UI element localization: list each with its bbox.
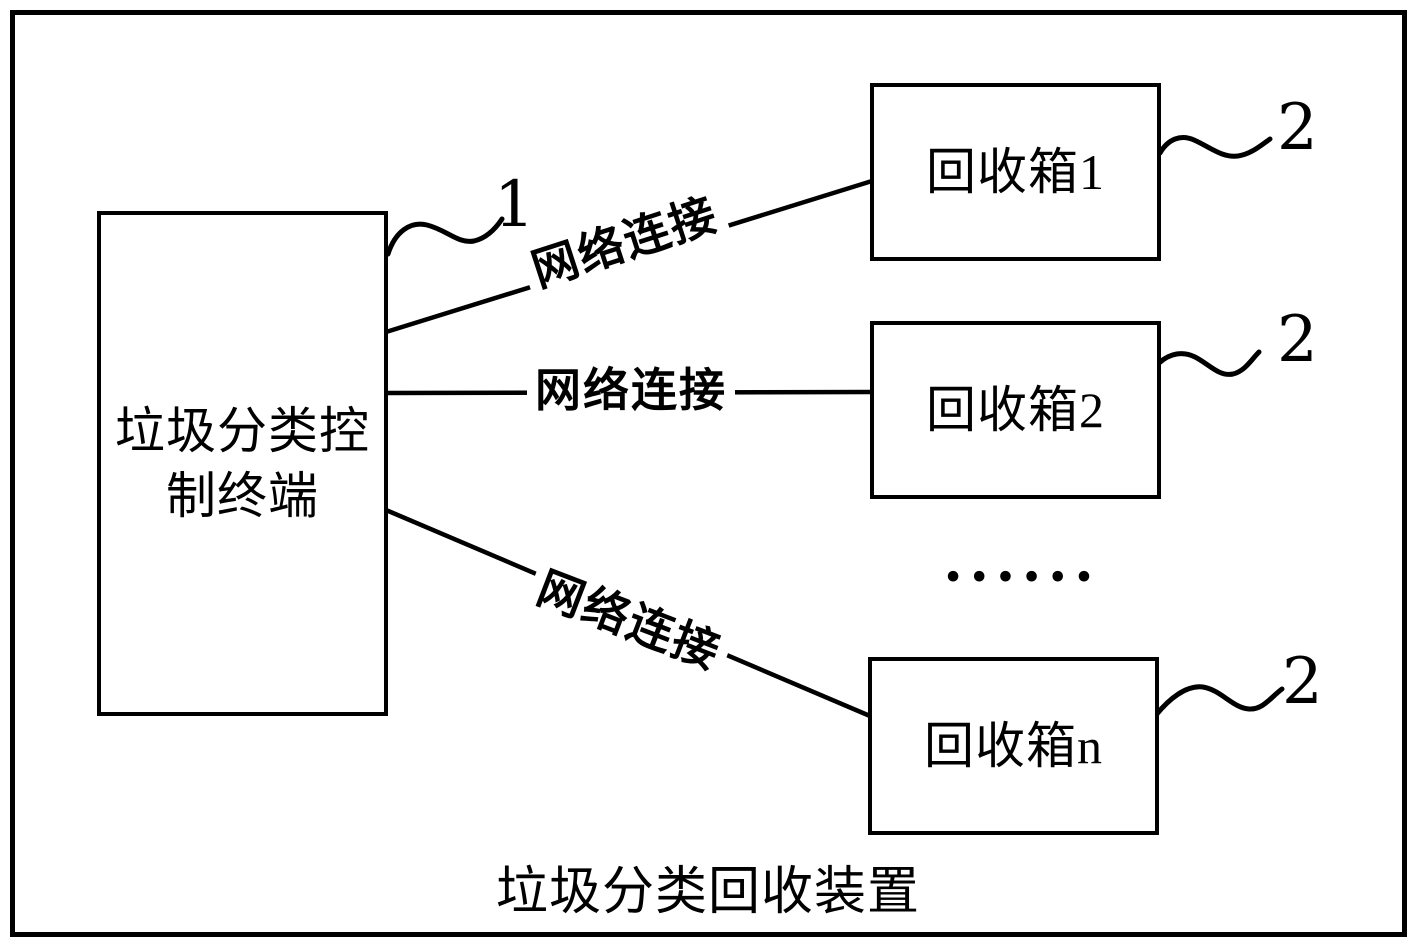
controller-label-line1: 垃圾分类控 — [115, 402, 370, 459]
controller-box-label: 垃圾分类控 制终端 — [115, 399, 370, 529]
ref-number-binn: 2 — [1282, 645, 1323, 719]
ref-number-bin2: 2 — [1277, 303, 1318, 377]
more-bins-ellipsis: •••••• — [943, 560, 1101, 596]
bin-box-1: 回收箱1 — [870, 83, 1161, 261]
ref-squiggle-bin2 — [1156, 349, 1262, 377]
ref-number-controller: 1 — [494, 168, 535, 242]
figure-caption: 垃圾分类回收装置 — [495, 864, 920, 921]
network-connection-label-2: 网络连接 — [527, 363, 735, 419]
bin-box-2-label: 回收箱2 — [926, 381, 1105, 438]
bin-box-1-label: 回收箱1 — [926, 143, 1105, 200]
bin-box-n-label: 回收箱n — [924, 717, 1103, 774]
ref-squiggle-bin1 — [1157, 135, 1273, 159]
bin-box-n: 回收箱n — [868, 657, 1159, 835]
figure-outer-border — [10, 10, 1407, 937]
bin-box-2: 回收箱2 — [870, 321, 1161, 499]
ref-squiggle-binn — [1153, 684, 1285, 718]
ref-squiggle-controller — [385, 216, 505, 257]
controller-label-line2: 制终端 — [166, 467, 319, 524]
controller-box: 垃圾分类控 制终端 — [97, 211, 388, 716]
ref-number-bin1: 2 — [1277, 91, 1318, 165]
